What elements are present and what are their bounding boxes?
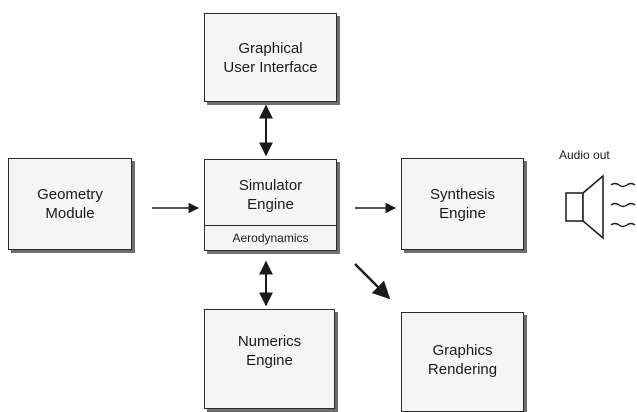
simulator-divider bbox=[205, 225, 336, 226]
synthesis-label-line1: Synthesis bbox=[429, 186, 496, 203]
gui-label-line1: Graphical bbox=[238, 39, 303, 57]
numerics-label-line2: Engine bbox=[246, 352, 293, 369]
synthesis-engine-box: Synthesis Engine bbox=[401, 158, 524, 250]
synthesis-label-line2: Engine bbox=[439, 205, 486, 222]
geometry-label-line2: Module bbox=[45, 205, 95, 222]
simulator-engine-box: Simulator Engine Aerodynamics bbox=[204, 159, 337, 251]
graphics-label-line2: Rendering bbox=[427, 361, 498, 378]
graphics-label-line1: Graphics bbox=[432, 342, 493, 359]
aerodynamics-label: Aerodynamics bbox=[232, 231, 309, 245]
audio-out-label: Audio out bbox=[559, 148, 610, 162]
simulator-label-line1: Simulator bbox=[238, 176, 303, 194]
geometry-label-line1: Geometry bbox=[37, 186, 103, 203]
arrow-simulator-to-graphics bbox=[354, 263, 391, 300]
system-architecture-diagram: Graphical User Interface Geometry Module… bbox=[8, 13, 636, 412]
gui-label-line2: User Interface bbox=[223, 58, 318, 76]
simulator-engine-main: Simulator Engine bbox=[205, 160, 336, 225]
sound-waves-icon bbox=[610, 182, 636, 228]
graphics-rendering-box: Graphics Rendering bbox=[401, 312, 524, 412]
connectors-layer bbox=[152, 104, 636, 307]
geometry-module-box: Geometry Module bbox=[8, 158, 132, 250]
simulator-label-line2: Engine bbox=[247, 195, 294, 213]
numerics-label-line1: Numerics bbox=[237, 333, 302, 350]
graphical-user-interface-box: Graphical User Interface bbox=[204, 13, 337, 102]
numerics-engine-box: Numerics Engine bbox=[204, 309, 335, 409]
speaker-icon bbox=[565, 174, 604, 240]
